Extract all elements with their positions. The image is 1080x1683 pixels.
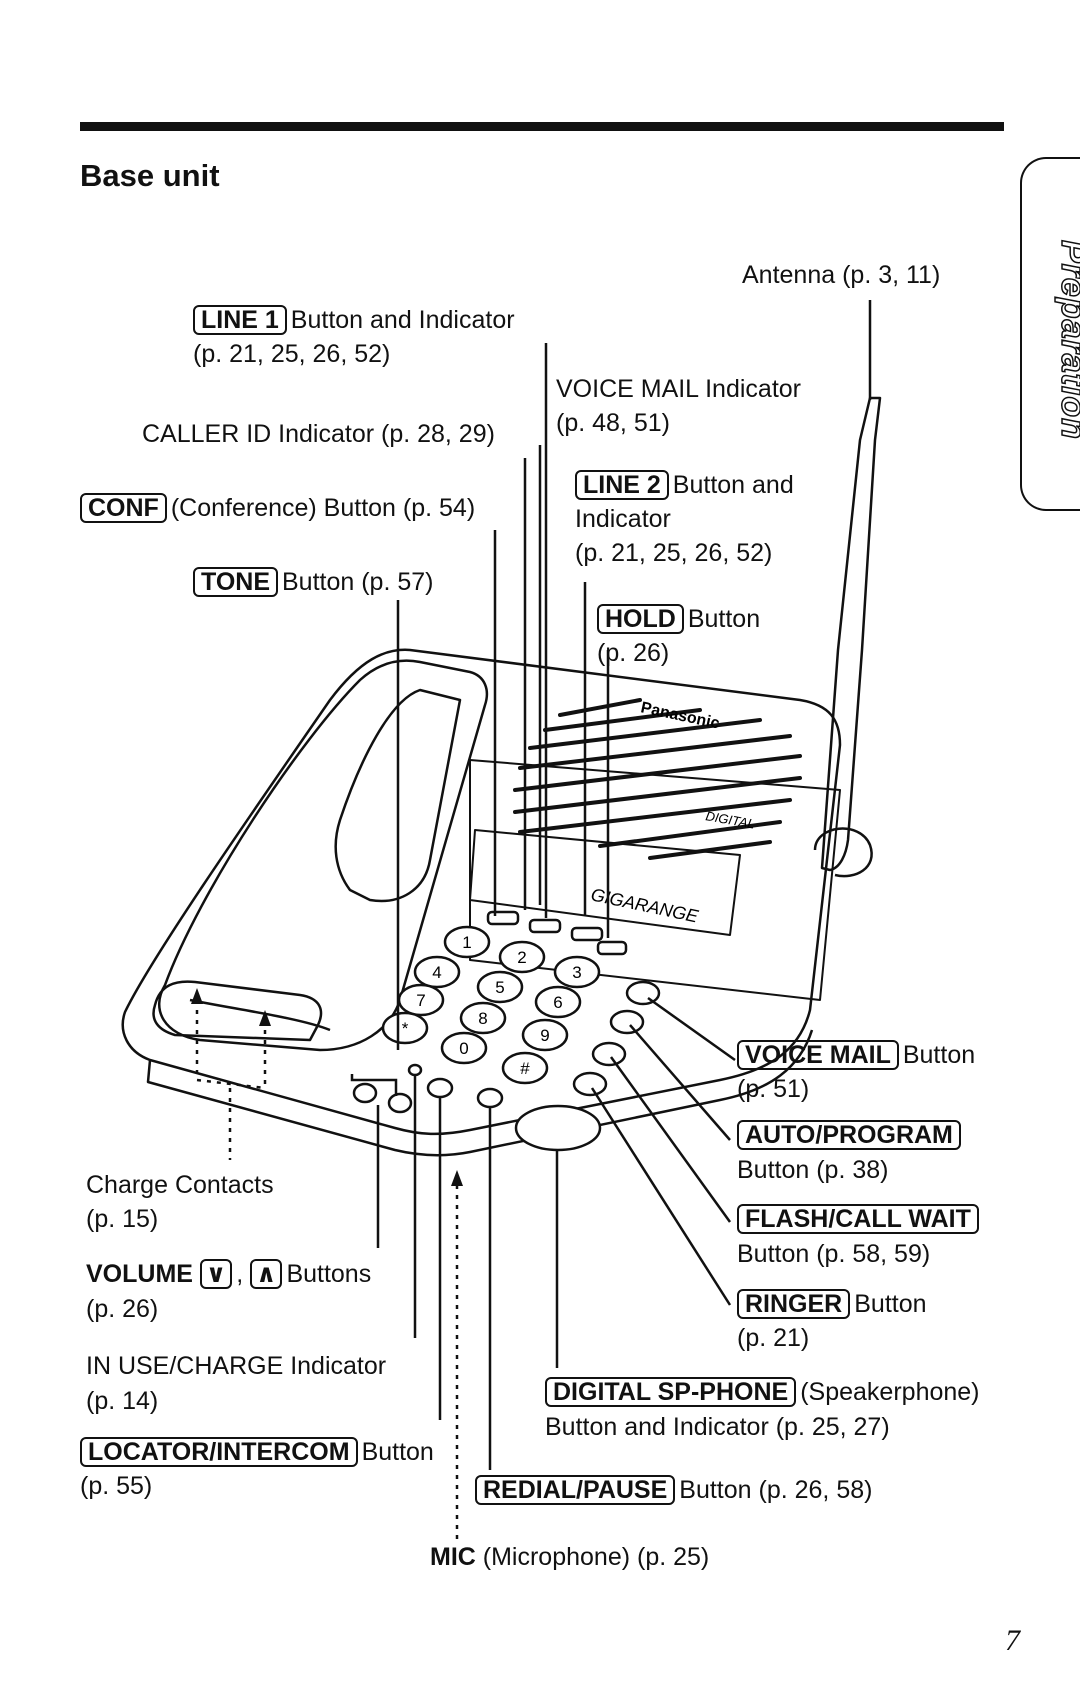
speaker-grille (513, 698, 802, 860)
key-flash: FLASH/CALL WAIT (737, 1204, 979, 1234)
label-hold-pages: (p. 26) (597, 639, 670, 667)
label-locator-pages: (p. 55) (80, 1472, 153, 1500)
key-voicemail: VOICE MAIL (737, 1040, 899, 1070)
key-line1: LINE 1 (193, 305, 287, 335)
key-auto-program: AUTO/PROGRAM (737, 1120, 961, 1150)
label-inuse: IN USE/CHARGE Indicator (86, 1352, 387, 1380)
section-tab-label: Preparation (1053, 239, 1080, 440)
label-volume-pages: (p. 26) (86, 1295, 159, 1323)
label-flash-text: Button (p. 58, 59) (737, 1240, 931, 1268)
key-digital-sp: DIGITAL SP-PHONE (545, 1377, 797, 1407)
product-logo: GIGARANGE (589, 884, 701, 926)
label-inuse-pages: (p. 14) (86, 1387, 159, 1415)
brand-logo: Panasonic (639, 699, 721, 732)
label-charge-pages: (p. 15) (86, 1205, 159, 1233)
label-voicemail-indicator: VOICE MAIL Indicator (556, 375, 801, 403)
label-charge: Charge Contacts (86, 1171, 274, 1199)
key-conf: CONF (80, 493, 167, 523)
label-volume: VOLUME ∨, ∧Buttons (86, 1259, 372, 1289)
keypad-key-label: 4 (432, 963, 441, 982)
volume-up-icon: ∧ (250, 1259, 283, 1289)
key-locator: LOCATOR/INTERCOM (80, 1437, 358, 1467)
label-antenna: Antenna (p. 3, 11) (742, 261, 941, 289)
keypad-key-label: 9 (540, 1026, 549, 1045)
keypad-key-label: 8 (478, 1009, 487, 1028)
keypad-key-label: # (520, 1059, 530, 1078)
label-voicemail-indicator-pages: (p. 48, 51) (556, 409, 670, 437)
label-voicemail-button-pages: (p. 51) (737, 1075, 810, 1103)
page-title: Base unit (80, 158, 220, 193)
label-digital-sp: DIGITAL SP-PHONE(Speakerphone) (545, 1375, 980, 1409)
top-rule (80, 122, 1004, 131)
key-redial: REDIAL/PAUSE (475, 1475, 676, 1505)
keypad-key-label: 2 (517, 948, 526, 967)
key-line2: LINE 2 (575, 470, 669, 500)
label-flash: FLASH/CALL WAIT (737, 1202, 983, 1236)
volume-down-icon: ∨ (199, 1259, 233, 1289)
section-tab (1020, 157, 1080, 511)
key-tone: TONE (193, 567, 278, 597)
keypad-key-label: 7 (416, 991, 425, 1010)
keypad-key-label: 1 (462, 933, 471, 952)
label-digital-sp-text2: Button and Indicator (p. 25, 27) (545, 1413, 890, 1441)
key-hold: HOLD (597, 604, 684, 634)
keypad-key-label: 3 (572, 963, 581, 982)
key-ringer: RINGER (737, 1289, 851, 1319)
label-mic: MIC (Microphone) (p. 25) (430, 1543, 710, 1571)
keypad-key-label: 6 (553, 993, 562, 1012)
keypad-key-label: * (402, 1019, 409, 1038)
label-line2-pages: (p. 21, 25, 26, 52) (575, 539, 773, 567)
label-callerid: CALLER ID Indicator (p. 28, 29) (142, 420, 495, 448)
label-ringer-pages: (p. 21) (737, 1324, 810, 1352)
keypad-key-label: 0 (459, 1039, 468, 1058)
label-conf: CONF(Conference) Button (p. 54) (80, 491, 475, 525)
page-number: 7 (1005, 1624, 1020, 1657)
label-auto-program-text: Button (p. 38) (737, 1156, 889, 1184)
label-line1-pages: (p. 21, 25, 26, 52) (193, 340, 391, 368)
keypad-key-label: 5 (495, 978, 504, 997)
label-line2-text2: Indicator (575, 505, 671, 533)
label-auto-program: AUTO/PROGRAM (737, 1118, 965, 1152)
